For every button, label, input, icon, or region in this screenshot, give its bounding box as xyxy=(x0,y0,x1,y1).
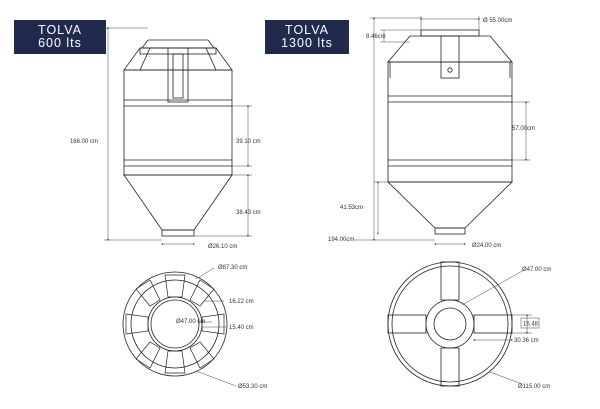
tolva-600-title: TOLVA 600 lts xyxy=(14,20,106,54)
tolva-1300-side-view xyxy=(387,29,513,235)
tolva-600-body-height: 39.10 cm xyxy=(236,139,261,145)
tolva-1300-rib-width: 16.48 xyxy=(523,322,539,328)
tolva-600-cone-height: 38.43 cm xyxy=(236,210,261,216)
tolva-1300-title-line2: 1300 lts xyxy=(281,36,333,50)
tolva-600-total-height: 166.00 cm xyxy=(70,139,98,145)
tolva-1300-title: TOLVA 1300 lts xyxy=(265,20,349,54)
tolva-1300-rib-width-box xyxy=(520,317,540,329)
tolva-600-outer-diameter: Ø53.30 cm xyxy=(238,384,267,390)
tolva-600-top-diameter: Ø87.30 cm xyxy=(218,265,247,271)
tolva-1300-cone-height: 41.53cm xyxy=(340,205,363,211)
tolva-1300-total-height: 194.00cm xyxy=(328,237,354,243)
tolva-1300-lid-diameter: Ø 55.00cm xyxy=(483,18,512,24)
tolva-600-rib-width: 16.22 cm xyxy=(229,299,254,305)
tolva-1300-outer-diameter: Ø115.00 cm xyxy=(518,384,550,390)
tolva-600-inner-gap: 15.40 cm xyxy=(229,325,254,331)
tolva-600-top-view xyxy=(122,271,228,377)
tolva-600-side-view xyxy=(123,39,233,237)
tolva-600-inner-diameter: Ø47.00 cm xyxy=(176,319,205,325)
tolva-1300-title-line1: TOLVA xyxy=(285,23,329,37)
tolva-600-title-line1: TOLVA xyxy=(38,23,82,37)
tolva-1300-outlet-diameter: Ø24.00 cm xyxy=(472,243,501,249)
tolva-1300-body-height: 57.00cm xyxy=(512,126,535,132)
tolva-1300-rib-offset: 30.36 cm xyxy=(514,338,539,344)
tolva-1300-lid-height: 8.46cm xyxy=(366,34,386,40)
tolva-600-outlet-diameter: Ø26.10 cm xyxy=(208,244,237,250)
tolva-1300-inner-diameter: Ø47.00 cm xyxy=(522,267,551,273)
tolva-600-title-line2: 600 lts xyxy=(38,36,82,50)
tolva-1300-top-view xyxy=(387,261,513,387)
